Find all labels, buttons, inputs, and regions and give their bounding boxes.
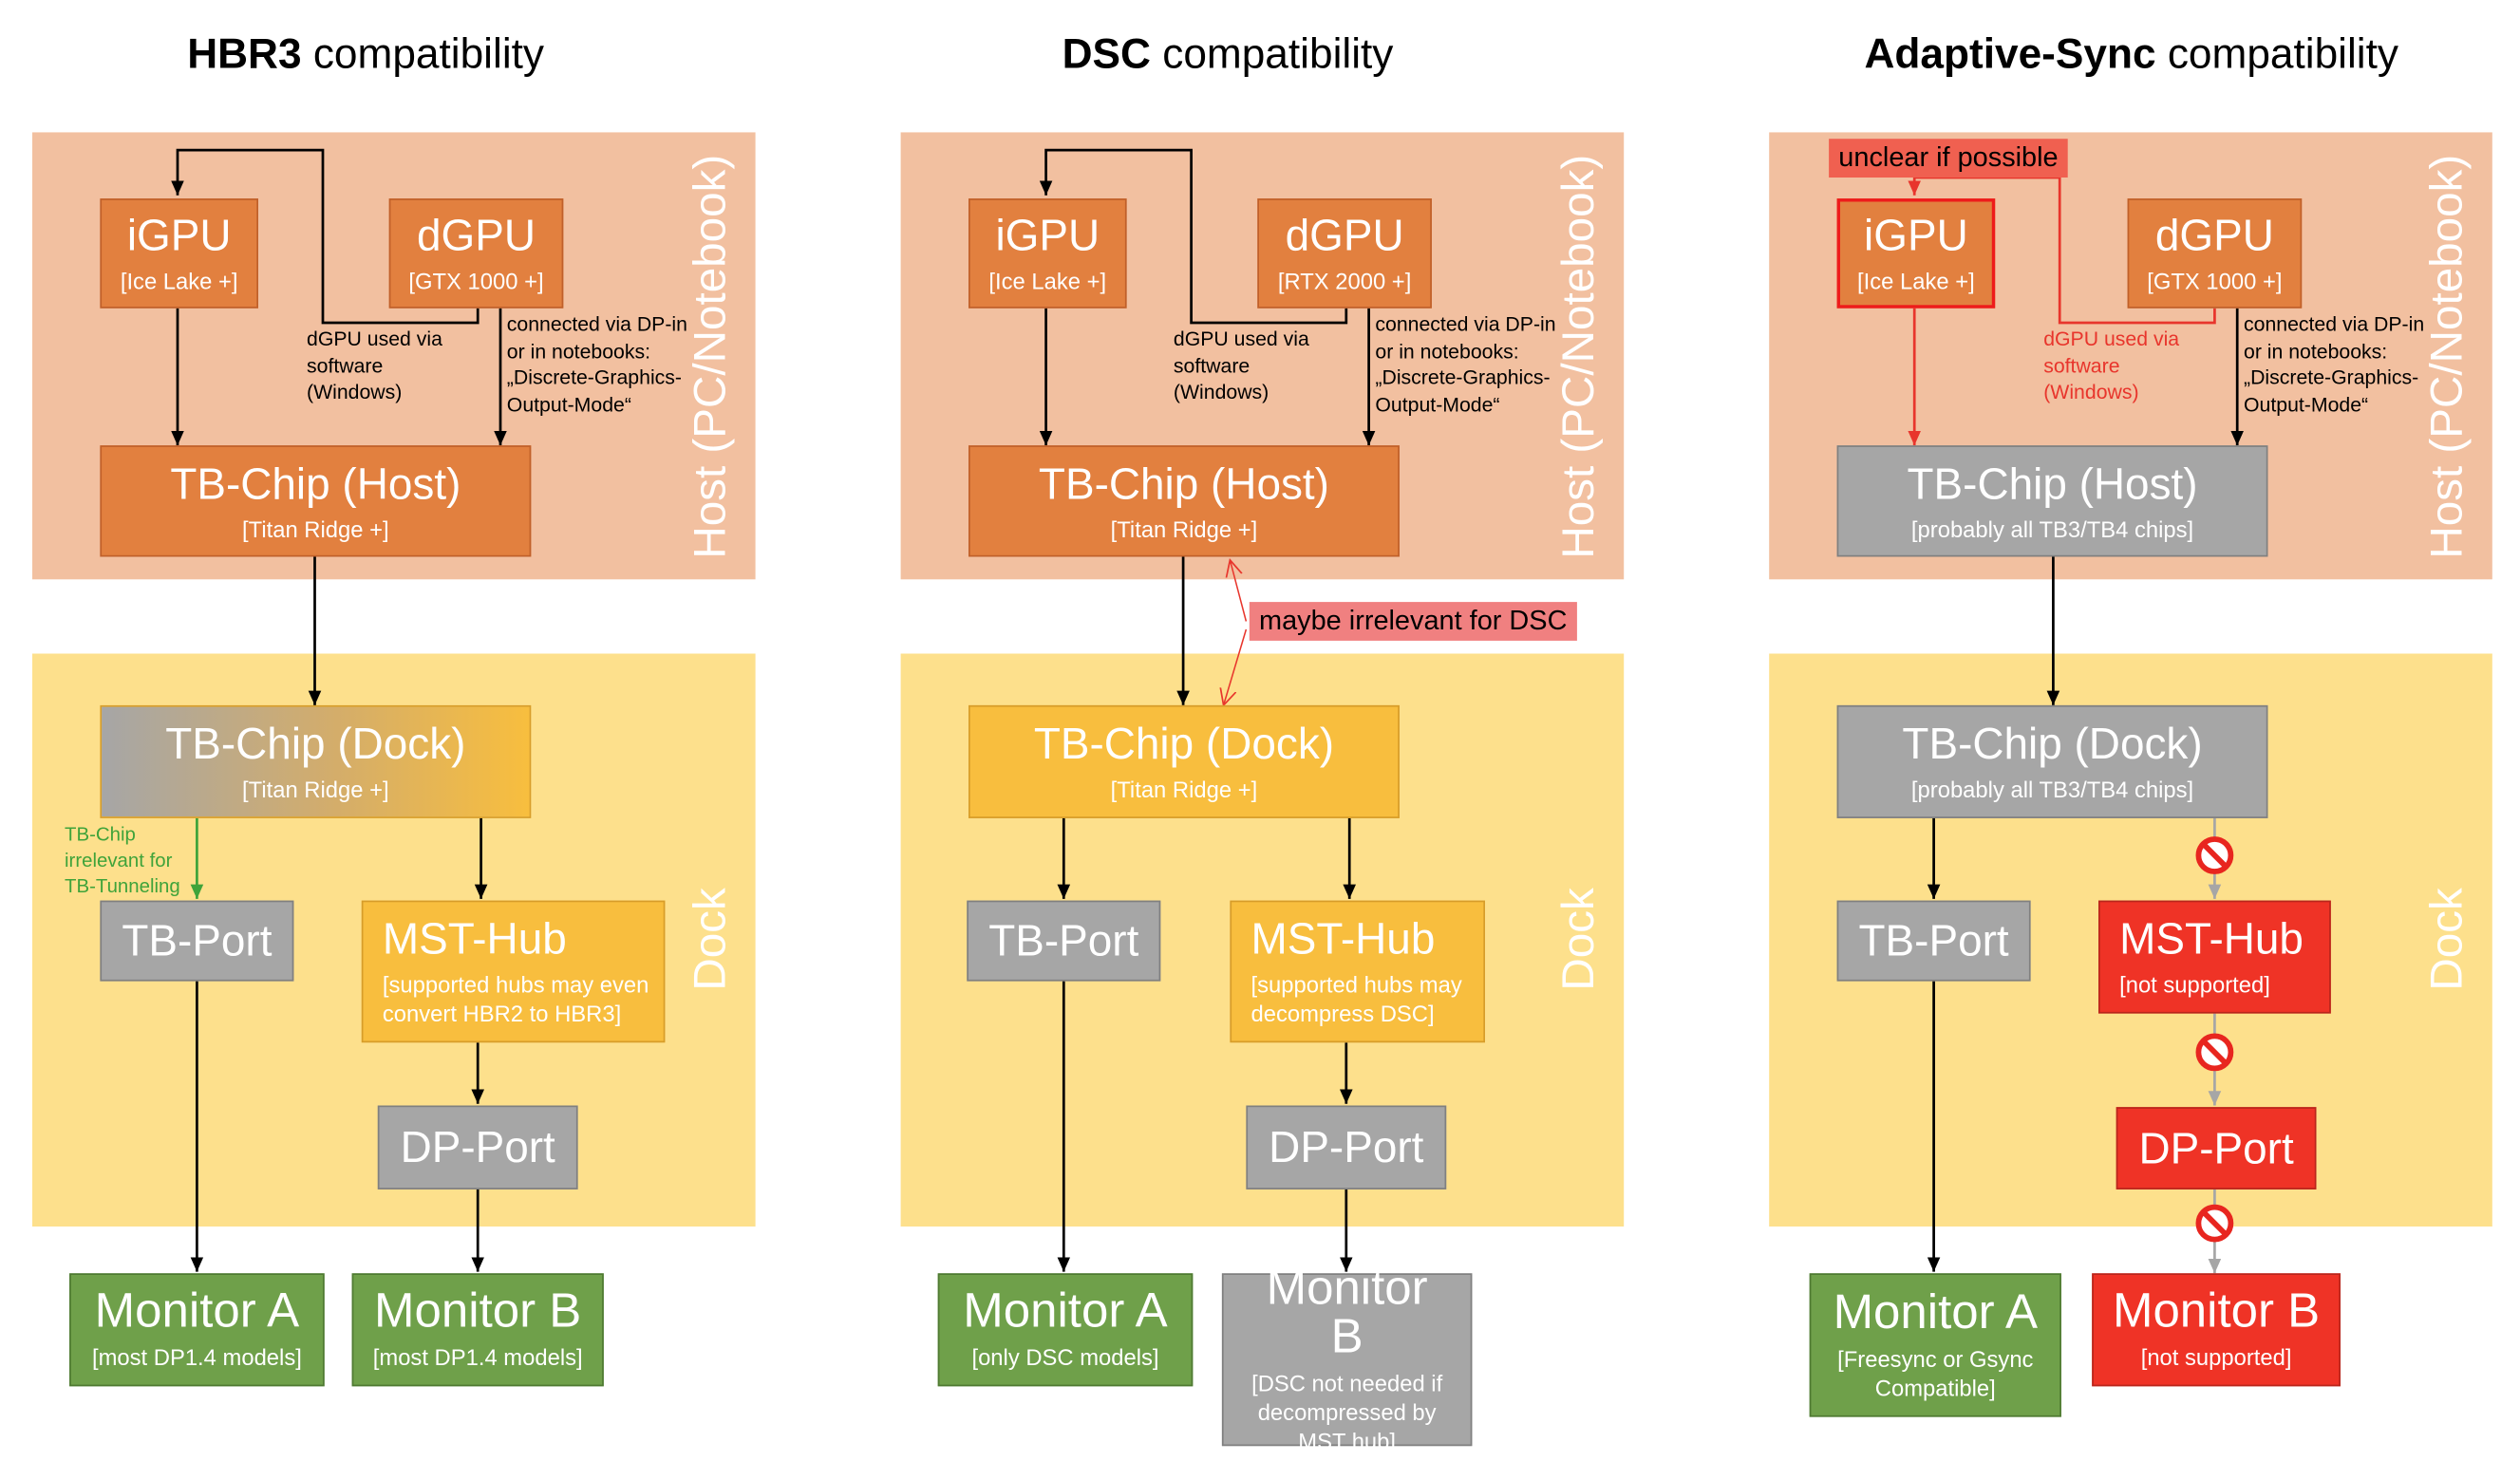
async-monitor-a-box: Monitor A[Freesync or Gsync Compatible] [1809, 1273, 2061, 1417]
async-igpu-box: iGPU[Ice Lake +] [1836, 198, 1996, 309]
async-tb-dock-box: TB-Chip (Dock)[probably all TB3/TB4 chip… [1836, 704, 2268, 818]
dsc-tb-dock-box: TB-Chip (Dock)[Titan Ridge +] [969, 704, 1400, 818]
hbr3-dgpu-box: dGPU[GTX 1000 +] [388, 198, 564, 309]
dsc-tb-host-box: TB-Chip (Host)[Titan Ridge +] [969, 445, 1400, 557]
hbr3-note-dp-in: connected via DP-in or in notebooks: „Di… [506, 312, 687, 416]
hbr3-tb-host-box: TB-Chip (Host)[Titan Ridge +] [100, 445, 532, 557]
hbr3-tb-dock-box: TB-Chip (Dock)[Titan Ridge +] [100, 704, 532, 818]
hbr3-note-software: dGPU used via software (Windows) [307, 328, 442, 403]
title-hbr3: HBR3 compatibility [187, 28, 545, 78]
async-dp-port-box: DP-Port [2116, 1107, 2317, 1189]
hbr3-monitor-b-box: Monitor B[most DP1.4 models] [351, 1273, 604, 1387]
async-blocked-icons [2195, 836, 2234, 1243]
dsc-mst-hub-box: MST-Hub[supported hubs may decompress DS… [1230, 900, 1485, 1043]
async-connectors [1927, 308, 2245, 1272]
hbr3-connectors [171, 148, 507, 1272]
blocked-icon [2195, 1204, 2234, 1243]
dsc-connectors [1039, 148, 1376, 1272]
dsc-maybe-bracket [1224, 560, 1248, 705]
dsc-dgpu-box: dGPU[RTX 2000 +] [1257, 198, 1432, 309]
blocked-icon [2195, 836, 2234, 874]
dsc-monitor-a-box: Monitor A[only DSC models] [937, 1273, 1194, 1387]
blocked-icon [2195, 1033, 2234, 1072]
hbr3-igpu-box: iGPU[Ice Lake +] [100, 198, 259, 309]
dsc-tb-port-box: TB-Port [967, 900, 1161, 982]
hbr3-dp-port-box: DP-Port [377, 1105, 578, 1189]
async-tb-host-box: TB-Chip (Host)[probably all TB3/TB4 chip… [1836, 445, 2268, 557]
hbr3-note-tb-irrelevant: TB-Chip irrelevant for TB-Tunneling [65, 823, 180, 898]
hbr3-dgpu-to-igpu-line [171, 148, 480, 325]
async-tb-port-box: TB-Port [1836, 900, 2031, 982]
async-dgpu-to-igpu-red-line [1908, 176, 2216, 325]
dsc-igpu-box: iGPU[Ice Lake +] [969, 198, 1127, 309]
async-monitor-b-box: Monitor B[not supported] [2092, 1273, 2341, 1387]
async-note-software: dGPU used via software (Windows) [2043, 328, 2180, 403]
hbr3-tb-port-box: TB-Port [100, 900, 294, 982]
async-tag-unclear: unclear if possible [1829, 139, 2068, 178]
dsc-tag-maybe-irrelevant: maybe irrelevant for DSC [1249, 602, 1577, 641]
async-mst-hub-box: MST-Hub[not supported] [2098, 900, 2331, 1014]
async-dgpu-box: dGPU[GTX 1000 +] [2127, 198, 2303, 309]
dsc-dp-port-box: DP-Port [1246, 1105, 1447, 1189]
async-red-connectors [1908, 176, 2216, 446]
dsc-monitor-b-box: Monitor B[DSC not needed if decompressed… [1221, 1264, 1473, 1453]
title-adaptive-sync: Adaptive-Sync compatibility [1864, 28, 2399, 78]
dsc-dgpu-to-igpu-line [1039, 148, 1348, 325]
hbr3-monitor-a-box: Monitor A[most DP1.4 models] [69, 1273, 325, 1387]
async-note-dp-in: connected via DP-in or in notebooks: „Di… [2244, 312, 2425, 416]
title-dsc: DSC compatibility [1062, 28, 1394, 78]
hbr3-mst-hub-box: MST-Hub[supported hubs may even convert … [361, 900, 666, 1043]
dsc-note-dp-in: connected via DP-in or in notebooks: „Di… [1375, 312, 1556, 416]
dsc-note-software: dGPU used via software (Windows) [1173, 328, 1309, 403]
